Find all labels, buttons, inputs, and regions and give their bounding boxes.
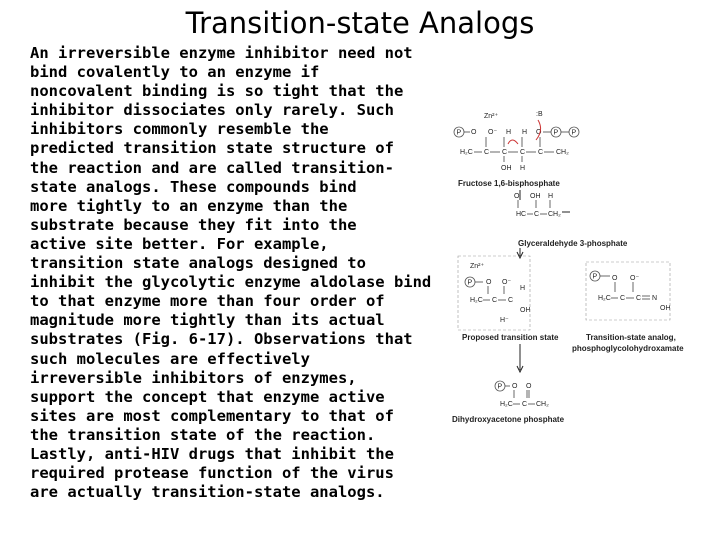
- svg-text:C: C: [520, 149, 525, 156]
- paragraph-line: An irreversible enzyme inhibitor need no…: [30, 44, 413, 62]
- page-title: Transition-state Analogs: [185, 6, 535, 40]
- paragraph-line: sites are most complementary to that of: [30, 406, 394, 425]
- svg-text:CH₂: CH₂: [556, 149, 569, 156]
- svg-text:H: H: [522, 129, 527, 136]
- svg-text:P: P: [498, 384, 503, 391]
- svg-text:O: O: [612, 275, 618, 282]
- transition-state-analog-label-line1: Transition-state analog,: [586, 333, 676, 342]
- paragraph-line: to that enzyme more than four order of: [30, 292, 385, 311]
- svg-text:C: C: [484, 149, 489, 156]
- svg-text:H₂C: H₂C: [460, 149, 473, 156]
- svg-text:C: C: [502, 149, 507, 156]
- svg-text:O: O: [536, 129, 542, 136]
- paragraph-line: predicted transition state structure of: [30, 139, 394, 158]
- dihydroxyacetone-phosphate-structure: P O O H₂C C CH₂ Dihydroxyacetone phospha…: [452, 380, 565, 424]
- aldolase-reaction-figure: Zn²⁺ :B P O O⁻ H H O P P H₂C C C C C CH₂…: [452, 111, 684, 424]
- paragraph-line: Lastly, anti-HIV drugs that inhibit the: [30, 444, 394, 463]
- paragraph-line: such molecules are effectively: [30, 349, 310, 368]
- paragraph-line: more tightly to an enzyme than the: [30, 196, 348, 215]
- transition-state-analog-structure: P O O⁻ H₂C C C N OH Transition-state ana…: [572, 261, 684, 353]
- svg-text:H: H: [506, 129, 511, 136]
- svg-text:Zn²⁺: Zn²⁺: [470, 263, 485, 270]
- svg-text:C: C: [636, 295, 641, 302]
- svg-text:Zn²⁺: Zn²⁺: [484, 113, 499, 120]
- paragraph-line: required protease function of the virus: [30, 464, 394, 483]
- paragraph-line: the transition state of the reaction.: [30, 425, 376, 444]
- fructose-bisphosphate-structure: Zn²⁺ :B P O O⁻ H H O P P H₂C C C C C CH₂…: [453, 111, 580, 200]
- svg-text:CH₂: CH₂: [536, 401, 549, 408]
- paragraph-line: inhibitors commonly resemble the: [30, 120, 329, 139]
- svg-text:N: N: [652, 295, 657, 302]
- paragraph-line: support the concept that enzyme active: [30, 387, 385, 406]
- svg-text:CH₂: CH₂: [548, 211, 561, 218]
- svg-text:C: C: [538, 149, 543, 156]
- svg-text:C: C: [492, 297, 497, 304]
- paragraph-line: state analogs. These compounds bind: [30, 177, 357, 196]
- svg-text:C: C: [620, 295, 625, 302]
- svg-text:H: H: [548, 193, 553, 200]
- svg-text:P: P: [572, 130, 577, 137]
- svg-text:O: O: [471, 129, 477, 136]
- proposed-transition-state-structure: Zn²⁺ P O O⁻ H₂C C C H OH H⁻ Proposed tra…: [457, 255, 559, 342]
- glyceraldehyde-phosphate-structure: O OH H HC C CH₂ Glyceraldehyde 3-phospha…: [514, 193, 628, 248]
- dhap-label: Dihydroxyacetone phosphate: [452, 415, 565, 424]
- paragraph-line: bind covalently to an enzyme if: [30, 63, 320, 82]
- svg-text:P: P: [457, 130, 462, 137]
- paragraph-line: substrate because they fit into the: [30, 215, 357, 234]
- paragraph-line: active site better. For example,: [30, 234, 329, 253]
- proposed-transition-state-label: Proposed transition state: [462, 333, 559, 342]
- paragraph-line: are actually transition-state analogs.: [30, 483, 385, 502]
- svg-text:P: P: [468, 280, 473, 287]
- svg-text:O⁻: O⁻: [630, 275, 639, 282]
- body-paragraph: An irreversible enzyme inhibitor need no…: [30, 44, 450, 502]
- svg-text:HC: HC: [516, 211, 526, 218]
- paragraph-line: inhibitor dissociates only rarely. Such: [30, 101, 394, 120]
- svg-text:O: O: [526, 383, 532, 390]
- paragraph-line: transition state analogs designed to: [30, 254, 366, 273]
- svg-text:H⁻: H⁻: [500, 317, 509, 324]
- svg-text:O⁻: O⁻: [502, 279, 511, 286]
- glyceraldehyde-label: Glyceraldehyde 3-phosphate: [518, 239, 628, 248]
- svg-text:O: O: [486, 279, 492, 286]
- svg-text:H₂C: H₂C: [598, 295, 611, 302]
- svg-text:C: C: [534, 211, 539, 218]
- svg-text:P: P: [554, 130, 559, 137]
- paragraph-line: irreversible inhibitors of enzymes,: [30, 368, 357, 387]
- svg-text:OH: OH: [530, 193, 541, 200]
- fructose-label: Fructose 1,6-bisphosphate: [458, 179, 560, 188]
- svg-text:H₂C: H₂C: [470, 297, 483, 304]
- svg-text:OH: OH: [501, 165, 512, 172]
- svg-text:C: C: [522, 401, 527, 408]
- svg-text:OH: OH: [660, 305, 671, 312]
- svg-text:H: H: [520, 165, 525, 172]
- paragraph-line: magnitude more tightly than its actual: [30, 311, 385, 330]
- svg-text:O: O: [514, 193, 520, 200]
- svg-text:O⁻: O⁻: [488, 129, 497, 136]
- paragraph-line: inhibit the glycolytic enzyme aldolase b…: [30, 273, 432, 292]
- svg-text:OH: OH: [520, 307, 531, 314]
- transition-state-analog-label-line2: phosphoglycolohydroxamate: [572, 344, 684, 353]
- paragraph-line: substrates (Fig. 6-17). Observations tha…: [30, 330, 413, 349]
- svg-text:O: O: [512, 383, 518, 390]
- paragraph-line: the reaction and are called transition-: [30, 158, 394, 177]
- svg-text::B: :B: [536, 111, 543, 118]
- svg-text:H: H: [520, 285, 525, 292]
- svg-text:P: P: [593, 274, 598, 281]
- svg-text:H₂C: H₂C: [500, 401, 513, 408]
- svg-text:C: C: [508, 297, 513, 304]
- paragraph-line: noncovalent binding is so tight that the: [30, 82, 404, 101]
